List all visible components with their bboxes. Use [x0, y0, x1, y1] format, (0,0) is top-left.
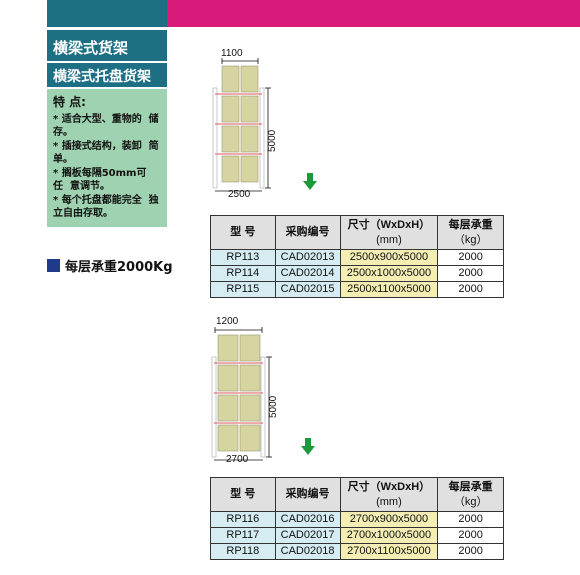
table-row: RP113 CAD02013 2500x900x5000 2000: [210, 249, 504, 266]
cell-size: 2700x900x5000: [339, 511, 439, 528]
height-dimension-1: 5000: [267, 129, 278, 152]
load-legend: 每层承重2000Kg: [47, 256, 173, 275]
table-header-row: 型 号 采购编号 尺寸（WxDxH）(mm) 每层承重（kg）: [210, 477, 504, 512]
table-row: RP114 CAD02014 2500x1000x5000 2000: [210, 265, 504, 282]
cell-code: CAD02016: [274, 511, 341, 528]
table-row: RP116 CAD02016 2700x900x5000 2000: [210, 511, 504, 528]
cell-size: 2500x1000x5000: [339, 265, 439, 282]
height-dimension-2: 5000: [268, 395, 279, 418]
cell-code: CAD02013: [274, 249, 341, 266]
feature-item: * 搁板每隔50mm可任 意调节。: [53, 168, 147, 192]
cell-size: 2500x900x5000: [339, 249, 439, 266]
cell-model: RP117: [210, 527, 276, 544]
rack-diagram-1: [212, 58, 271, 192]
feature-item: * 插接式结构，装卸 简单。: [53, 141, 159, 165]
cell-size: 2700x1000x5000: [339, 527, 439, 544]
cell-load: 2000: [437, 265, 504, 282]
spec-table-2: 型 号 采购编号 尺寸（WxDxH）(mm) 每层承重（kg） RP116 CA…: [210, 477, 504, 560]
table-row: RP118 CAD02018 2700x1100x5000 2000: [210, 543, 504, 560]
features-box: 特 点: * 适合大型、重物的 储存。 * 插接式结构，装卸 简单。 * 搁板每…: [47, 89, 167, 227]
arrow-down-icon: [301, 438, 315, 455]
cell-size: 2700x1100x5000: [339, 543, 439, 560]
col-header-model: 型 号: [210, 477, 276, 512]
arrow-down-icon: [303, 173, 317, 190]
cell-code: CAD02017: [274, 527, 341, 544]
cell-model: RP113: [210, 249, 276, 266]
cell-model: RP114: [210, 265, 276, 282]
feature-item: * 适合大型、重物的 储存。: [53, 114, 159, 138]
table-row: RP117 CAD02017 2700x1000x5000 2000: [210, 527, 504, 544]
feature-item: * 每个托盘都能完全 独立自由存取。: [53, 195, 159, 219]
top-white-block: [0, 0, 47, 27]
col-header-load: 每层承重（kg）: [437, 215, 504, 250]
cell-model: RP118: [210, 543, 276, 560]
width-dimension-1: 2500: [228, 189, 251, 200]
col-header-load: 每层承重（kg）: [437, 477, 504, 512]
cell-model: RP116: [210, 511, 276, 528]
width-dimension-2: 2700: [226, 454, 249, 465]
cell-load: 2000: [437, 249, 504, 266]
cell-code: CAD02014: [274, 265, 341, 282]
cell-load: 2000: [437, 511, 504, 528]
section-subtitle: 横梁式托盘货架: [47, 63, 167, 87]
table-header-row: 型 号 采购编号 尺寸（WxDxH）(mm) 每层承重（kg）: [210, 215, 504, 250]
cell-size: 2500x1100x5000: [339, 281, 439, 298]
cell-model: RP115: [210, 281, 276, 298]
section-title: 横梁式货架: [47, 30, 167, 61]
table-row: RP115 CAD02015 2500x1100x5000 2000: [210, 281, 504, 298]
col-header-code: 采购编号: [274, 215, 341, 250]
legend-square-icon: [47, 259, 60, 272]
col-header-model: 型 号: [210, 215, 276, 250]
top-teal-block: [47, 0, 167, 27]
cell-code: CAD02018: [274, 543, 341, 560]
col-header-size: 尺寸（WxDxH）(mm): [339, 215, 439, 250]
cell-load: 2000: [437, 281, 504, 298]
rack-diagram-2: [211, 327, 272, 461]
load-label: 每层承重2000Kg: [65, 260, 173, 275]
cell-load: 2000: [437, 527, 504, 544]
features-heading: 特 点:: [53, 95, 86, 109]
depth-dimension-2: 1200: [216, 316, 239, 327]
col-header-code: 采购编号: [274, 477, 341, 512]
spec-table-1: 型 号 采购编号 尺寸（WxDxH）(mm) 每层承重（kg） RP113 CA…: [210, 215, 504, 298]
depth-dimension-1: 1100: [221, 48, 243, 59]
cell-load: 2000: [437, 543, 504, 560]
cell-code: CAD02015: [274, 281, 341, 298]
col-header-size: 尺寸（WxDxH）(mm): [339, 477, 439, 512]
